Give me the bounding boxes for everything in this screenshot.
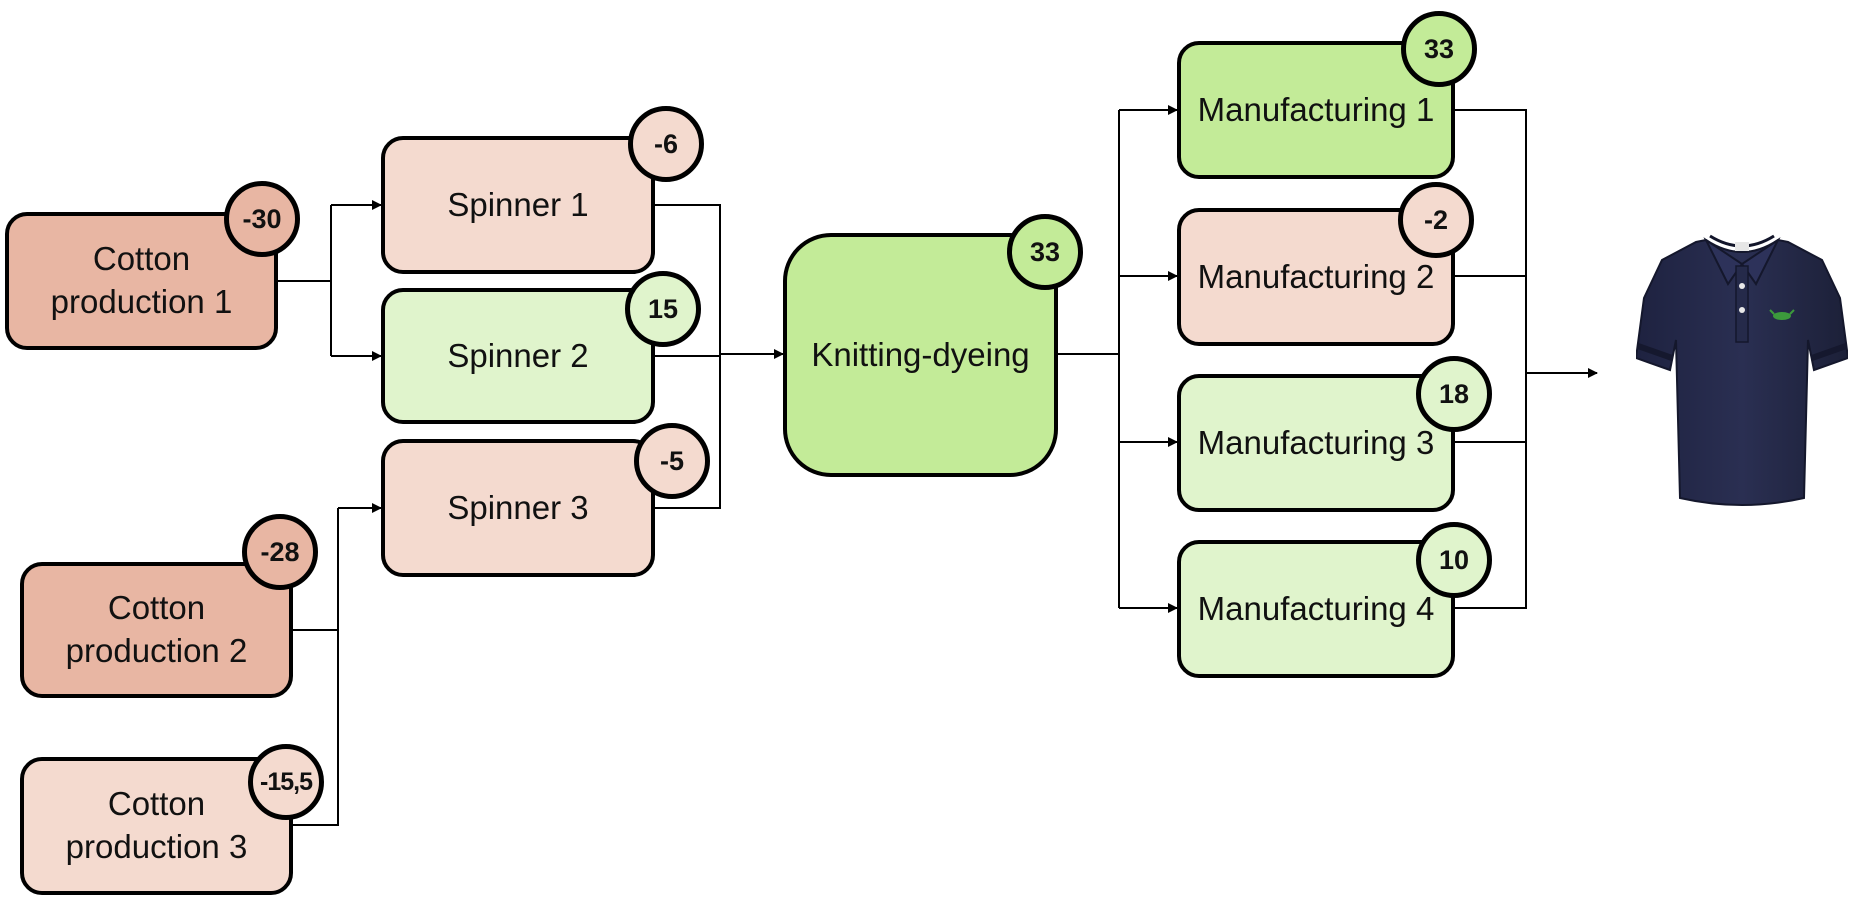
score-badge-manufacturing-4: 10 [1416,522,1492,598]
score-badge-knitting-dyeing: 33 [1007,214,1083,290]
score-badge-spinner-3: -5 [634,423,710,499]
node-manufacturing-3: Manufacturing 3 [1177,374,1455,512]
node-label: Manufacturing 4 [1197,589,1435,627]
score-badge-spinner-2: 15 [625,271,701,347]
node-label-line1: Cotton [92,240,191,278]
node-label-line1: Cotton [107,785,206,823]
score-badge-manufacturing-3: 18 [1416,356,1492,432]
score-badge-manufacturing-1: 33 [1401,11,1477,87]
node-label: Spinner 2 [447,336,589,374]
node-label-line2: production 2 [65,632,248,669]
node-spinner-3: Spinner 3 [381,439,655,577]
node-label-line2: production 3 [65,828,248,865]
node-label: Manufacturing 1 [1197,90,1435,128]
score-badge-manufacturing-2: -2 [1398,182,1474,258]
node-manufacturing-1: Manufacturing 1 [1177,41,1455,179]
node-cotton-production-2: Cotton production 2 [20,562,293,698]
node-spinner-1: Spinner 1 [381,136,655,274]
node-label: Knitting-dyeing [811,335,1030,373]
score-badge-cotton-1: -30 [224,181,300,257]
node-knitting-dyeing: Knitting-dyeing [783,233,1058,477]
node-spinner-2: Spinner 2 [381,288,655,424]
edge-cotton3-trunk [293,508,339,826]
score-badge-cotton-2: -28 [242,514,318,590]
node-label: Spinner 1 [447,185,589,223]
node-label: Manufacturing 3 [1197,423,1435,461]
edge-spinners-merge [655,204,721,509]
edge-knitting-trunk [1058,110,1120,608]
node-manufacturing-4: Manufacturing 4 [1177,540,1455,678]
node-label: Spinner 3 [447,488,589,526]
node-label-line2: production 1 [50,283,233,320]
node-label-line1: Cotton [107,589,206,627]
node-cotton-production-3: Cotton production 3 [20,757,293,895]
score-badge-spinner-1: -6 [628,106,704,182]
node-cotton-production-1: Cotton production 1 [5,212,278,350]
edge-manufacturers-merge [1455,109,1527,609]
node-label: Manufacturing 2 [1197,257,1435,295]
score-badge-cotton-3: -15,5 [248,744,324,820]
polo-shirt-icon [1636,234,1848,506]
edge-cotton1-trunk [278,205,332,356]
